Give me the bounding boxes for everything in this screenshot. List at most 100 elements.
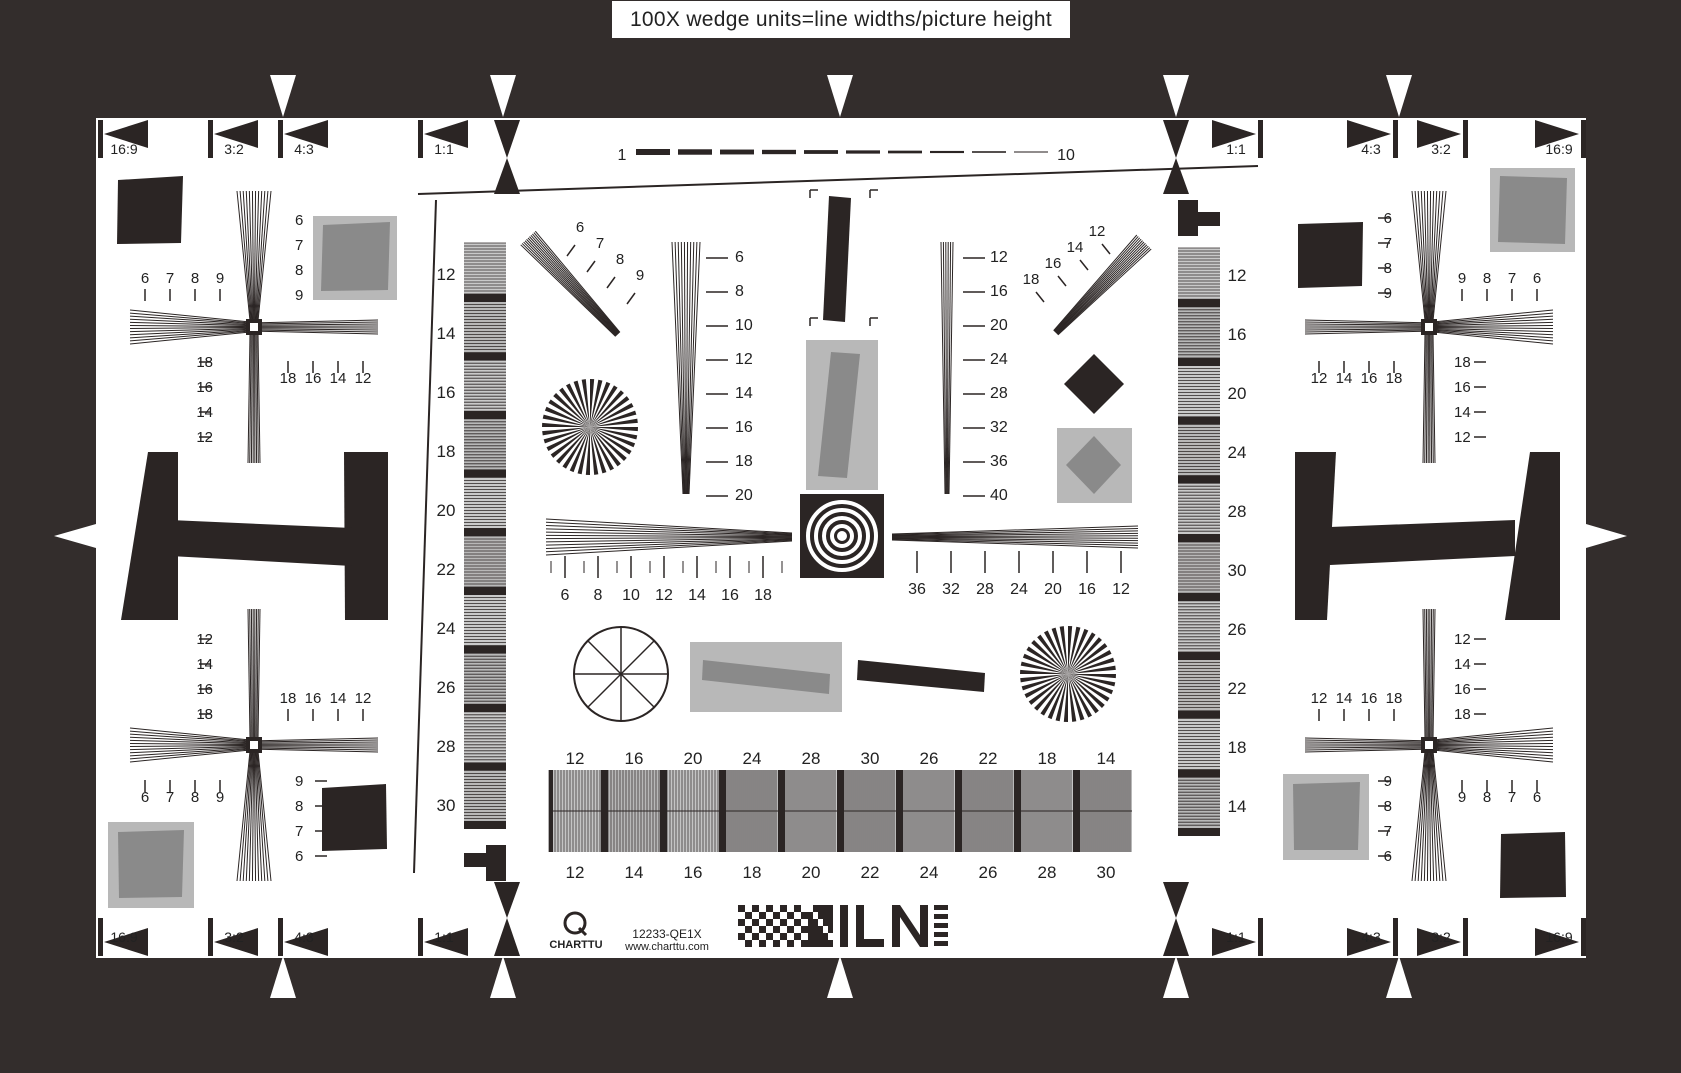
center-label: 16	[1078, 581, 1096, 598]
siemens-star-icon	[569, 427, 590, 473]
left-strip	[464, 477, 506, 536]
resolution-wedge-icon	[256, 608, 259, 740]
frequency-label: 16	[684, 863, 703, 882]
siemens-star-icon	[1021, 674, 1068, 691]
resolution-wedge-icon	[674, 241, 685, 495]
strip-label: 16	[437, 383, 456, 402]
frequency-label: 22	[979, 749, 998, 768]
siemens-star-icon	[590, 385, 618, 427]
resolution-wedge-icon	[1422, 747, 1554, 757]
aspect-bar	[98, 120, 103, 158]
scale-label: 16	[305, 370, 322, 387]
resolution-wedge-icon	[1420, 750, 1428, 882]
gray-square	[1498, 176, 1567, 244]
checker-pattern-icon	[759, 940, 766, 947]
scale-label: 18	[280, 370, 297, 387]
resolution-wedge-icon	[891, 536, 1139, 539]
bowtie-marker	[1163, 882, 1189, 918]
h-shape	[170, 520, 352, 566]
checker-pattern-icon	[828, 933, 833, 940]
siemens-star-icon	[548, 399, 590, 427]
siemens-star-icon	[1034, 674, 1068, 711]
tick	[1101, 243, 1111, 255]
aspect-arrow	[1212, 928, 1256, 956]
resolution-wedge-icon	[1422, 315, 1554, 325]
checker-pattern-icon	[833, 940, 838, 947]
left-strip	[464, 711, 506, 771]
resolution-wedge-icon	[1422, 329, 1554, 339]
frame-line	[417, 165, 1259, 195]
resolution-wedge-icon	[257, 332, 261, 464]
siemens-star-icon	[1068, 637, 1102, 674]
spiral-target-icon	[814, 508, 870, 564]
resolution-wedge-icon	[523, 241, 617, 336]
resolution-wedge-icon	[1426, 750, 1430, 882]
scale-label: 7	[295, 237, 303, 254]
resolution-wedge-icon	[1304, 321, 1436, 325]
siemens-star-icon	[590, 427, 632, 455]
cross-center	[1425, 741, 1433, 749]
aspect-label: 4:3	[1361, 141, 1381, 157]
siemens-star-icon	[1068, 626, 1073, 674]
scale-label: 14	[1336, 370, 1353, 387]
scale-label: 16	[1361, 690, 1378, 707]
diag-label: 18	[1023, 271, 1040, 288]
resolution-wedge-icon	[129, 329, 261, 339]
siemens-star-icon	[590, 410, 637, 427]
scale-label: 9	[295, 773, 303, 790]
scale-label: 16	[1361, 370, 1378, 387]
siemens-star-icon	[553, 393, 590, 427]
circle-segment-icon	[587, 640, 655, 708]
strip-label: 20	[1228, 384, 1247, 403]
resolution-wedge-icon	[545, 539, 793, 553]
slanted-bar	[818, 352, 860, 478]
resolution-wedge-icon	[545, 537, 793, 543]
strip-divider	[1178, 357, 1220, 366]
gray-square	[118, 830, 184, 898]
scale-label: 16	[196, 379, 213, 396]
resolution-wedge-icon	[1432, 190, 1447, 322]
wedge-label: 24	[990, 351, 1008, 368]
h-shape	[121, 452, 178, 620]
siemens-star-icon	[1068, 674, 1085, 721]
frame-triangle	[1386, 75, 1412, 117]
resolution-wedge-icon	[250, 332, 253, 464]
frequency-label: 30	[1097, 863, 1116, 882]
logo-icon	[563, 911, 587, 935]
scale-label: 8	[295, 798, 303, 815]
resolution-wedge-icon	[685, 241, 689, 495]
siemens-star-icon	[1024, 674, 1068, 698]
resolution-wedge-icon	[257, 750, 272, 882]
siemens-star-icon	[590, 427, 599, 475]
resolution-wedge-icon	[1304, 741, 1436, 744]
aspect-arrow	[1535, 120, 1579, 148]
resolution-wedge-icon	[1422, 730, 1554, 743]
strip-label: 26	[1228, 620, 1247, 639]
scale-label: 7	[1508, 270, 1516, 287]
siemens-star-icon	[1020, 661, 1068, 674]
siemens-star-icon	[1068, 650, 1112, 674]
center-label: 28	[976, 581, 994, 598]
resolution-wedge-icon	[129, 744, 261, 748]
siemens-star-icon	[542, 422, 590, 427]
siemens-star-icon	[1068, 674, 1110, 702]
aspect-label: 3:2	[1431, 929, 1451, 945]
resolution-wedge-icon	[249, 332, 252, 464]
aspect-bar	[1258, 918, 1263, 956]
resolution-wedge-icon	[1431, 190, 1441, 322]
siemens-star-icon	[544, 406, 590, 427]
resolution-wedge-icon	[1423, 190, 1429, 322]
frequency-label: 20	[802, 863, 821, 882]
chart-marks	[54, 75, 1627, 998]
checker-pattern-icon	[752, 933, 759, 940]
frequency-label: 14	[1097, 749, 1116, 768]
aspect-label: 3:2	[224, 929, 244, 945]
wedge-label: 16	[735, 419, 753, 436]
strip-cap	[486, 845, 506, 881]
resolution-wedge-icon	[256, 332, 259, 464]
resolution-wedge-icon	[1414, 190, 1427, 322]
resolution-wedge-icon	[532, 233, 620, 334]
resolution-wedge-icon	[247, 332, 251, 464]
frame-triangle	[490, 956, 516, 998]
checker-pattern-icon	[794, 905, 801, 912]
